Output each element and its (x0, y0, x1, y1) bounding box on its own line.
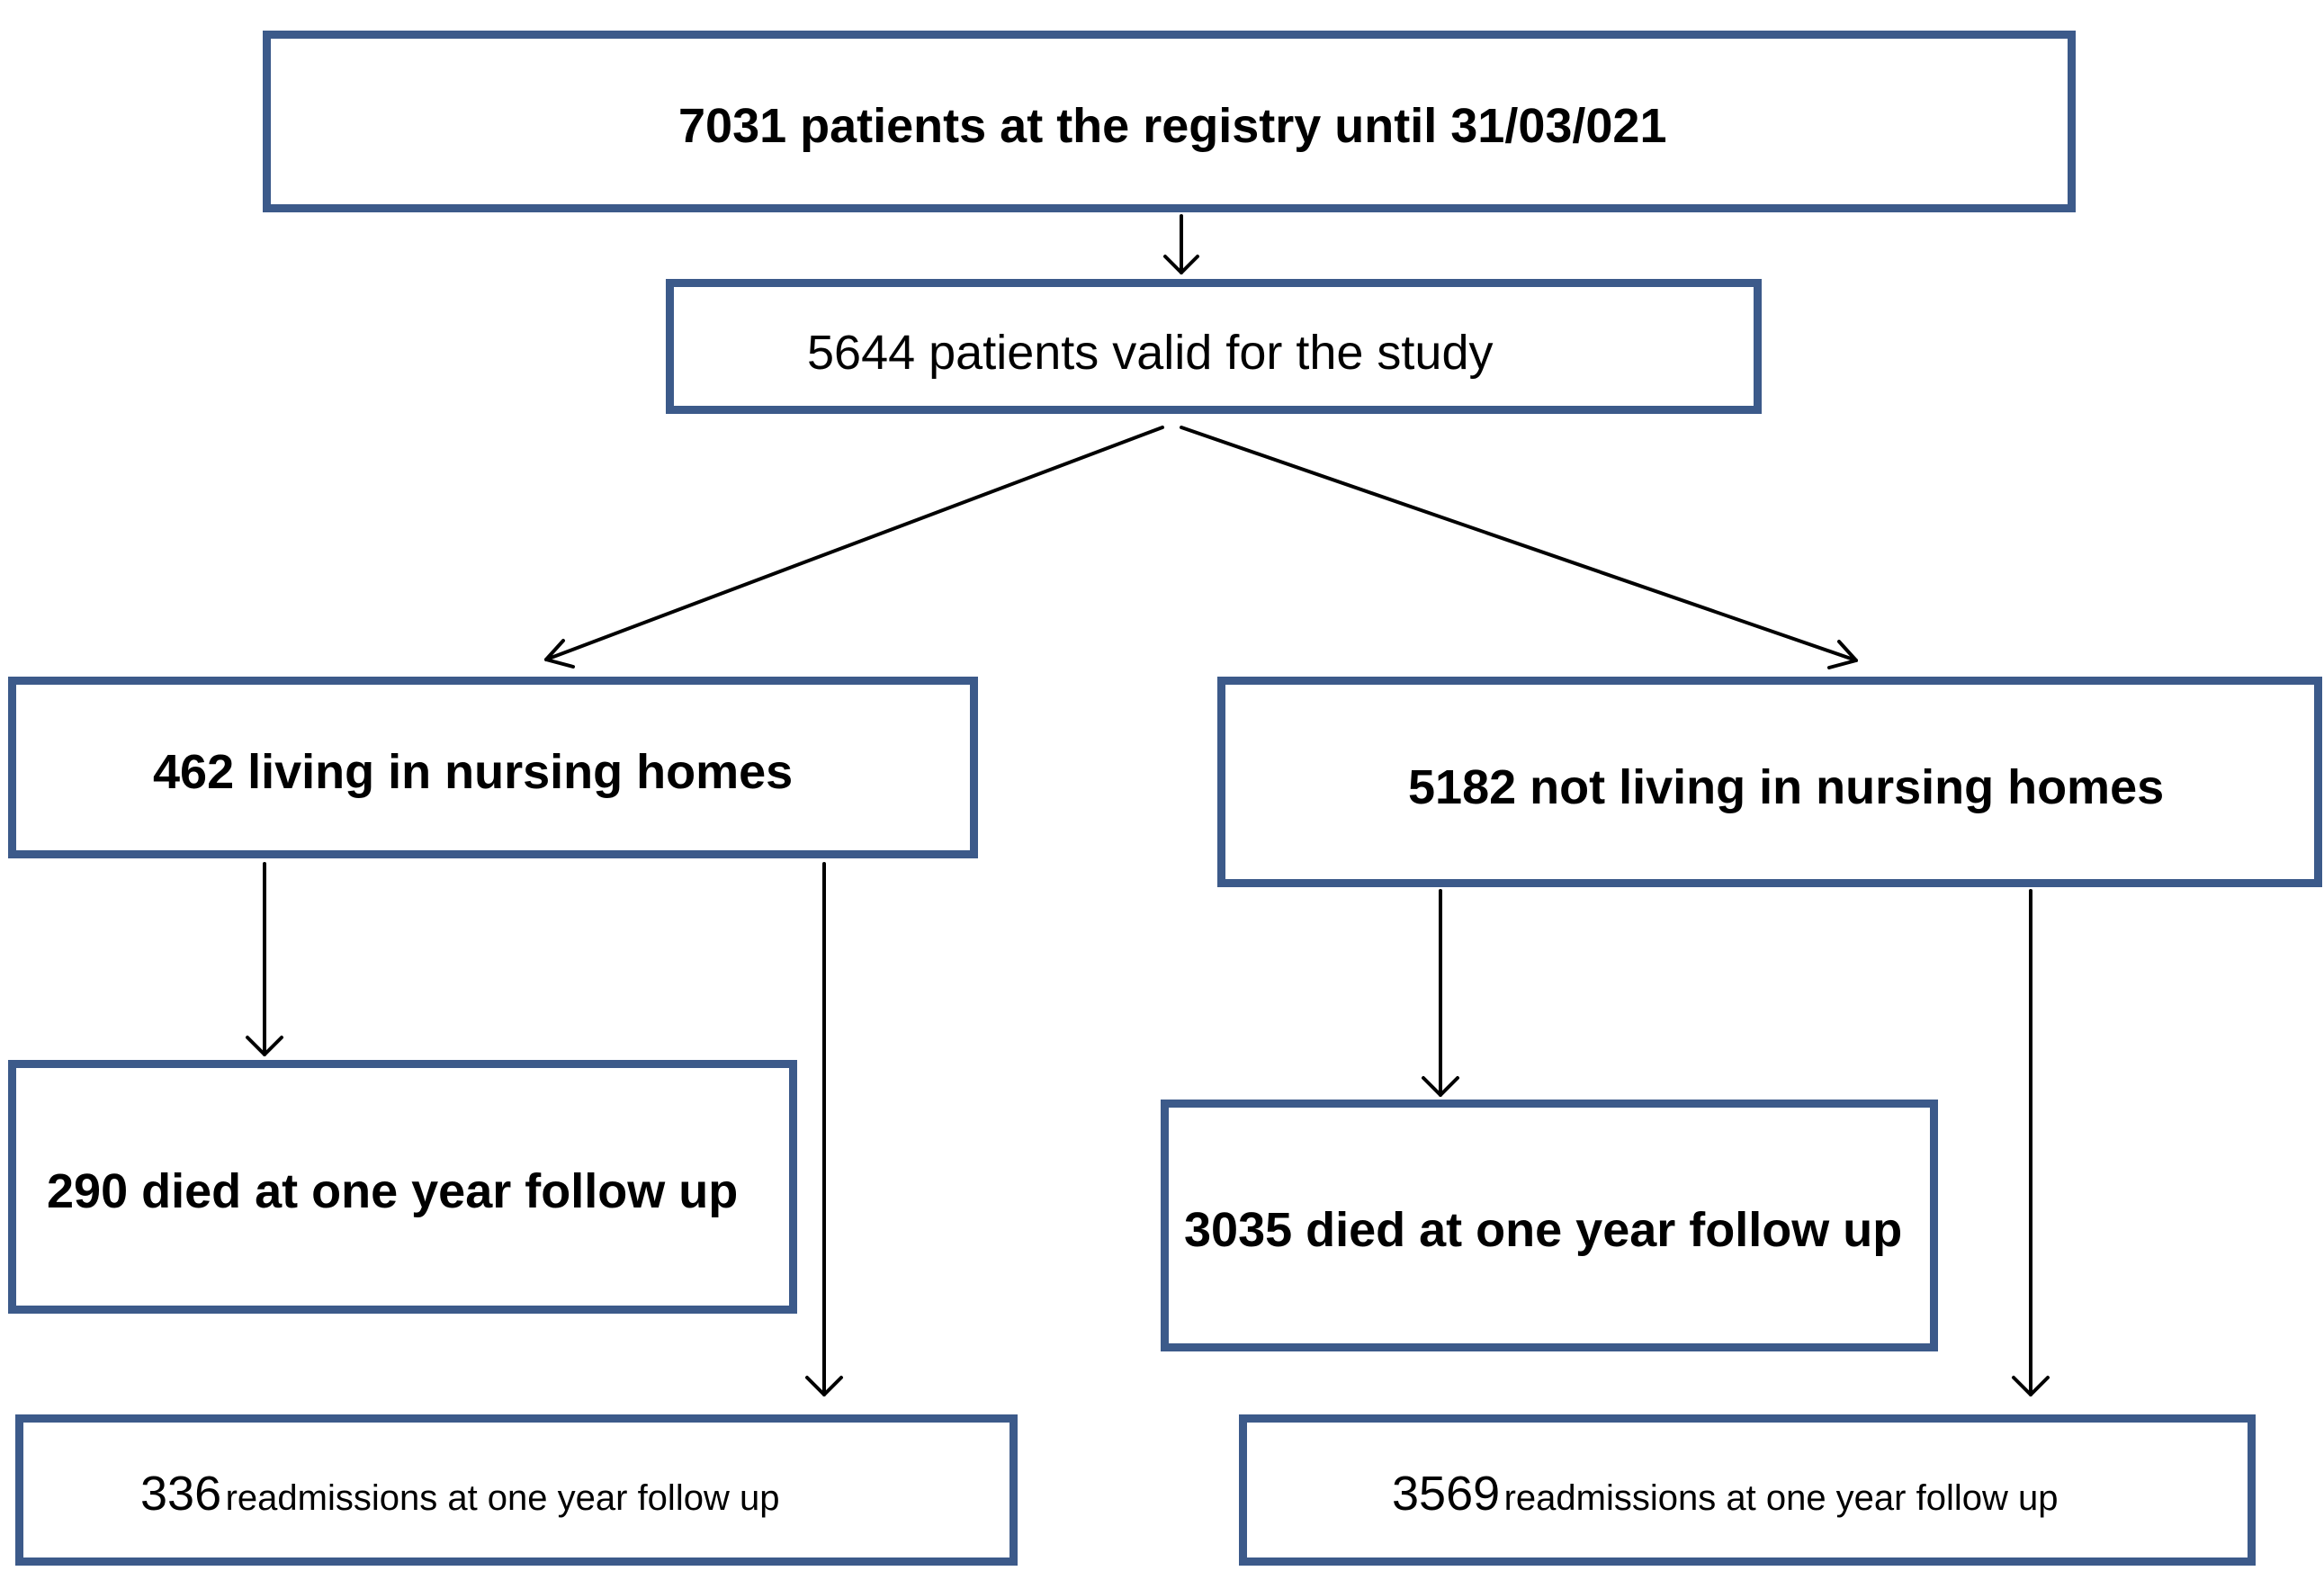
not-nursing-box: 5182 not living in nursing homes (1217, 677, 2322, 887)
not-nursing-readmissions-label: 3569 readmissions at one year follow up (1392, 1466, 2058, 1522)
not-nursing-text: 5182 not living in nursing homes (1408, 760, 2165, 814)
nursing-readmissions-text: readmissions at one year follow up (225, 1478, 780, 1518)
nursing-box: 462 living in nursing homes (8, 677, 978, 858)
valid-box: 5644 patients valid for the study (666, 279, 1762, 414)
valid-text: 5644 patients valid for the study (807, 326, 1494, 380)
nursing-readmissions-count: 336 (140, 1467, 222, 1521)
not-nursing-readmissions-box: 3569 readmissions at one year follow up (1239, 1414, 2256, 1566)
not-nursing-died-text: 3035 died at one year follow up (1184, 1203, 1903, 1257)
nursing-text: 462 living in nursing homes (153, 745, 794, 799)
arrow-nursing-to-died (246, 862, 283, 1056)
not-nursing-died-box: 3035 died at one year follow up (1161, 1100, 1938, 1351)
nursing-readmissions-label: 336 readmissions at one year follow up (140, 1466, 779, 1522)
arrow-registry-to-valid (1163, 214, 1199, 274)
arrow-not-nursing-to-died (1422, 889, 1459, 1097)
nursing-died-text: 290 died at one year follow up (47, 1164, 739, 1218)
arrow-not-nursing-to-readmissions (2012, 889, 2050, 1396)
registry-box: 7031 patients at the registry until 31/0… (263, 31, 2076, 212)
arrow-valid-to-not-nursing (1180, 426, 1858, 669)
nursing-died-box: 290 died at one year follow up (8, 1060, 797, 1314)
arrow-nursing-to-readmissions (805, 862, 843, 1396)
nursing-readmissions-box: 336 readmissions at one year follow up (15, 1414, 1018, 1566)
not-nursing-readmissions-text: readmissions at one year follow up (1503, 1478, 2059, 1518)
registry-text: 7031 patients at the registry until 31/0… (678, 99, 1667, 153)
not-nursing-readmissions-count: 3569 (1392, 1467, 1501, 1521)
arrow-valid-to-nursing (544, 426, 1164, 669)
